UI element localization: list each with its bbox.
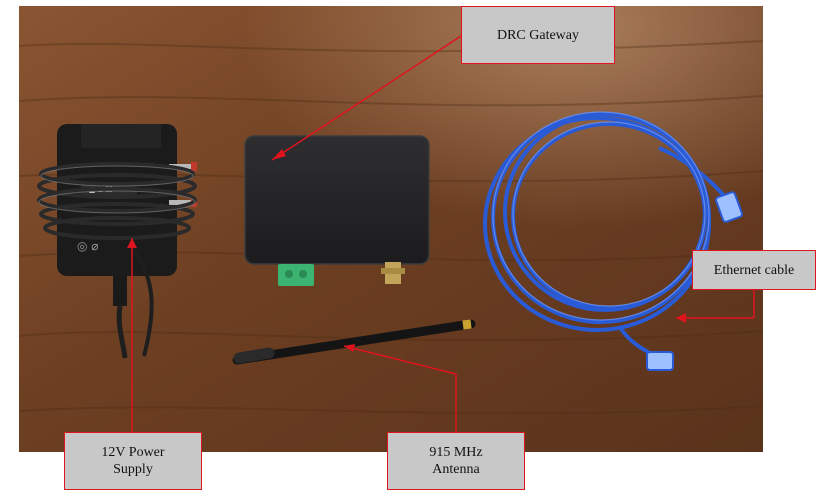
antenna <box>232 319 476 365</box>
callout-power-supply-text: 12V Power Supply <box>101 445 165 477</box>
callout-ethernet-cable: Ethernet cable <box>692 250 816 290</box>
svg-text:◎ ⌀: ◎ ⌀ <box>77 239 99 253</box>
callout-drc-gateway-text: DRC Gateway <box>496 27 580 43</box>
callout-ethernet-cable-text: Ethernet cable <box>713 262 795 278</box>
callout-power-supply: 12V Power Supply <box>64 432 202 490</box>
callout-antenna: 915 MHz Antenna <box>387 432 525 490</box>
callout-drc-gateway: DRC Gateway <box>461 6 615 64</box>
power-supply-adapter: ▲ ⌂ ☒ ◎ ⌀ <box>37 124 197 359</box>
drc-gateway-device <box>244 135 430 286</box>
product-photo: ▲ ⌂ ☒ ◎ ⌀ <box>19 6 763 452</box>
callout-antenna-text: 915 MHz Antenna <box>429 445 483 477</box>
